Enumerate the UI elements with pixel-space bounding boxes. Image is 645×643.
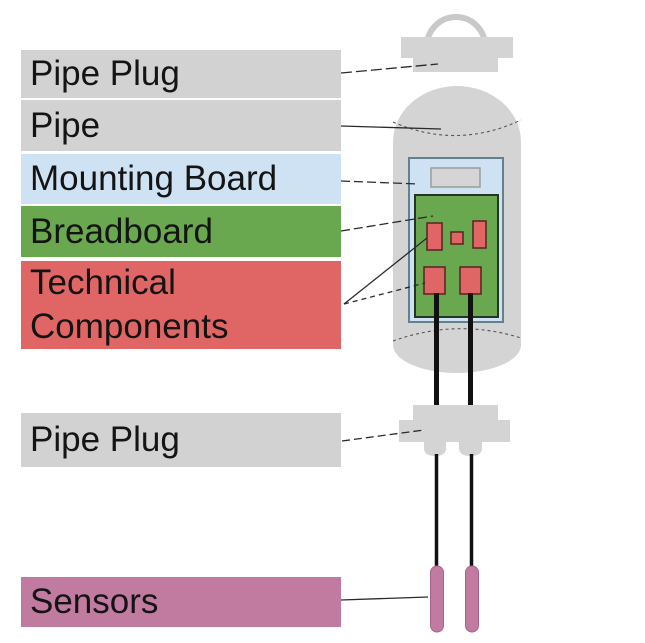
label-sensors-text: Sensors xyxy=(30,582,159,621)
label-technical-components: Technical Components xyxy=(21,261,341,349)
plug-handle-ring xyxy=(424,14,488,47)
callout-pipe-plug-bottom xyxy=(341,429,425,442)
component-tall-right xyxy=(472,220,487,249)
component-tall-left xyxy=(426,222,443,251)
mounting-board-slot xyxy=(430,167,481,188)
pipe-top-rim-dashed xyxy=(392,119,522,137)
label-technical-components-text: Technical Components xyxy=(30,263,229,346)
sensor-capsule-right xyxy=(465,565,479,633)
pipe-plug-top-cap xyxy=(401,37,513,58)
pipe-plug-top-neck xyxy=(413,58,498,72)
callout-technical-components-a xyxy=(343,237,428,305)
label-pipe-plug-bottom: Pipe Plug xyxy=(21,413,341,467)
label-pipe-plug-top-text: Pipe Plug xyxy=(30,54,180,93)
callout-pipe xyxy=(340,125,442,130)
callout-pipe-plug-top xyxy=(340,63,439,74)
label-breadboard-text: Breadboard xyxy=(30,211,213,251)
pipe-plug-bottom-cap xyxy=(399,420,510,442)
callout-breadboard xyxy=(340,215,434,232)
callout-mounting-board xyxy=(340,180,420,185)
label-pipe-plug-top: Pipe Plug xyxy=(21,50,341,98)
label-sensors: Sensors xyxy=(21,577,341,627)
breadboard-shape xyxy=(414,194,499,318)
label-mounting-board-text: Mounting Board xyxy=(30,159,278,198)
component-square-left xyxy=(423,266,446,295)
label-pipe: Pipe xyxy=(21,100,341,151)
label-pipe-text: Pipe xyxy=(30,105,101,145)
callout-sensors xyxy=(340,596,429,601)
label-breadboard: Breadboard xyxy=(21,206,341,257)
callout-technical-components-b xyxy=(343,282,426,305)
pipe-plug-bottom-gland-left xyxy=(424,442,446,456)
label-mounting-board: Mounting Board xyxy=(21,154,341,204)
sensor-capsule-left xyxy=(430,565,444,633)
pipe-bottom-rim-dashed xyxy=(392,328,522,342)
pipe-plug-bottom-neck xyxy=(413,405,498,420)
component-square-right xyxy=(459,266,482,295)
label-pipe-plug-bottom-text: Pipe Plug xyxy=(30,420,180,459)
component-small-center xyxy=(450,231,464,245)
pipe-plug-bottom-gland-right xyxy=(459,442,482,456)
